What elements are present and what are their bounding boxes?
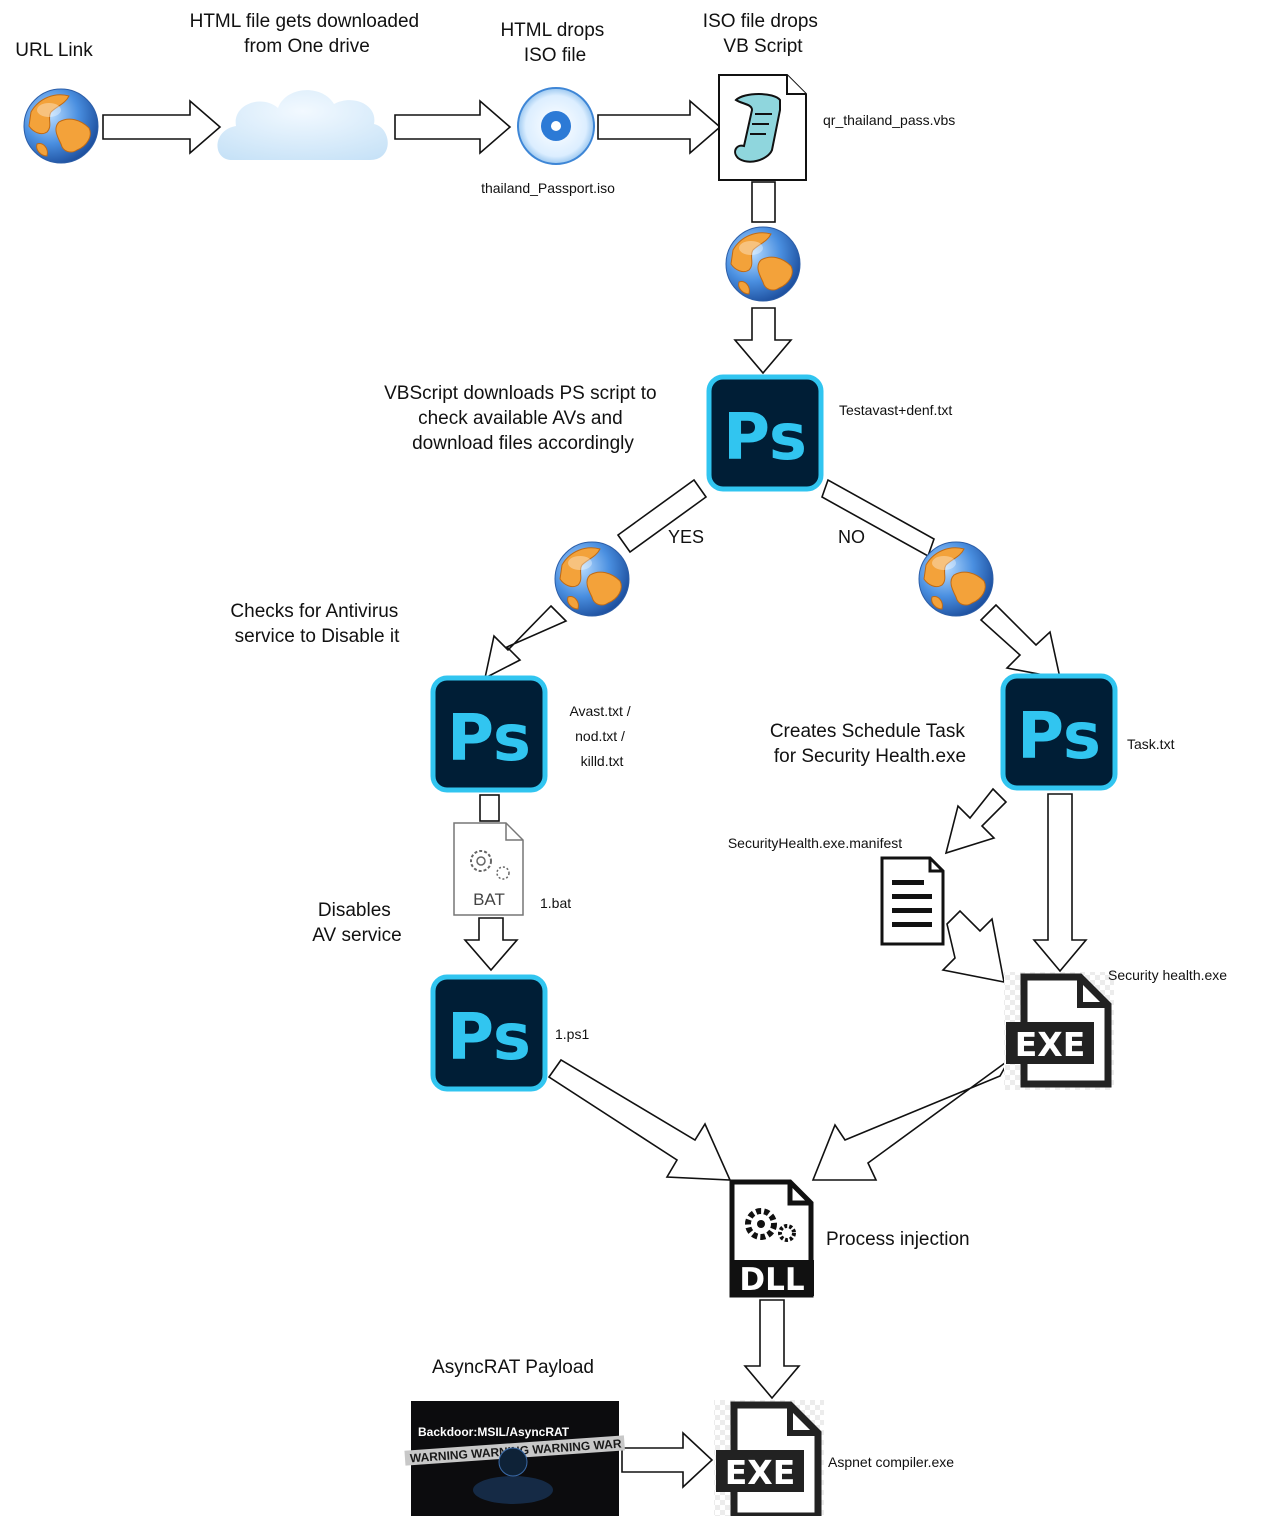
svg-text:DLL: DLL	[739, 1262, 804, 1298]
ps-icon-avast: Ps	[433, 678, 545, 790]
arrow-manifest-to-exe	[941, 909, 1006, 984]
label-html-drops-iso: HTML drops ISO file	[500, 20, 609, 66]
svg-text:Ps: Ps	[447, 702, 531, 776]
svg-text:EXE: EXE	[1015, 1025, 1086, 1064]
vbs-script-file-icon	[718, 74, 807, 181]
security-health-exe-icon: EXE	[1004, 972, 1114, 1090]
filename-ps-disable: Avast.txt / nod.txt / killd.txt	[569, 703, 634, 769]
filename-aspnet: Aspnet compiler.exe	[828, 1454, 954, 1470]
arrow-exe-to-dll	[811, 1059, 1010, 1181]
asyncrat-detection-image: Backdoor:MSIL/AsyncRAT WARNING WARNING W…	[404, 1401, 625, 1516]
label-asyncrat-payload: AsyncRAT Payload	[432, 1357, 594, 1378]
filename-ps1: 1.ps1	[555, 1026, 589, 1042]
globe-icon	[918, 541, 994, 617]
svg-text:EXE: EXE	[725, 1453, 796, 1492]
globe-icon	[725, 226, 801, 302]
filename-manifest: SecurityHealth.exe.manifest	[728, 835, 902, 851]
arrow-task-to-manifest	[944, 787, 1008, 855]
label-vbscript-downloads: VBScript downloads PS script to check av…	[384, 383, 662, 454]
label-creates-task: Creates Schedule Task for Security Healt…	[770, 721, 970, 767]
arrow-globe-to-ps	[733, 307, 793, 375]
svg-text:BAT: BAT	[473, 890, 505, 909]
connector-ps-yes	[616, 478, 708, 554]
arrow-task-to-exe	[1032, 793, 1088, 973]
arrow-ps1-to-dll	[547, 1058, 732, 1181]
arrow-bat-to-ps1	[463, 917, 519, 972]
filename-vbs: qr_thailand_pass.vbs	[823, 112, 955, 128]
filename-iso: thailand_Passport.iso	[481, 180, 615, 196]
filename-bat: 1.bat	[540, 895, 571, 911]
manifest-document-icon	[880, 856, 945, 946]
bat-file-icon: BAT	[453, 822, 524, 916]
dll-file-icon: DLL	[729, 1179, 814, 1298]
aspnet-exe-icon: EXE	[714, 1400, 824, 1516]
filename-ps-check: Testavast+denf.txt	[839, 402, 952, 418]
ps-icon-testavast: Ps	[709, 377, 821, 489]
filename-task: Task.txt	[1127, 736, 1175, 752]
label-checks-av: Checks for Antivirus service to Disable …	[230, 601, 403, 647]
globe-icon	[23, 88, 99, 164]
arrow-yes-to-ps	[483, 604, 568, 680]
arrow-payload-to-aspnet	[621, 1431, 714, 1489]
svg-text:Ps: Ps	[1017, 700, 1101, 774]
ps-icon-1ps1: Ps	[433, 977, 545, 1089]
arrow-cloud-to-iso	[394, 99, 512, 155]
arrow-iso-to-vbs	[597, 99, 722, 155]
branch-no: NO	[838, 527, 865, 547]
arrow-url-to-cloud	[102, 99, 222, 155]
arrows	[102, 99, 1088, 1489]
connector-vbs-globe	[751, 181, 776, 223]
branch-yes: YES	[668, 527, 704, 547]
onedrive-cloud-icon	[217, 90, 388, 160]
connector-ps-bat	[479, 794, 500, 822]
label-disables-av: Disables AV service	[312, 900, 401, 946]
label-iso-drops-vbs: ISO file drops VB Script	[703, 11, 823, 57]
svg-text:Ps: Ps	[447, 1001, 531, 1075]
filename-security-exe: Security health.exe	[1108, 967, 1227, 983]
label-url-link: URL Link	[15, 40, 93, 61]
globe-icon	[554, 541, 630, 617]
iso-disc-icon	[517, 87, 595, 165]
ps-icon-task: Ps	[1003, 676, 1115, 788]
arrow-no-to-task	[979, 603, 1062, 680]
svg-text:Ps: Ps	[723, 401, 807, 475]
arrow-dll-to-aspnet	[743, 1299, 801, 1400]
label-html-download: HTML file gets downloaded from One drive	[190, 11, 425, 57]
label-process-injection: Process injection	[826, 1229, 970, 1250]
svg-text:Backdoor:MSIL/AsyncRAT: Backdoor:MSIL/AsyncRAT	[418, 1425, 570, 1439]
